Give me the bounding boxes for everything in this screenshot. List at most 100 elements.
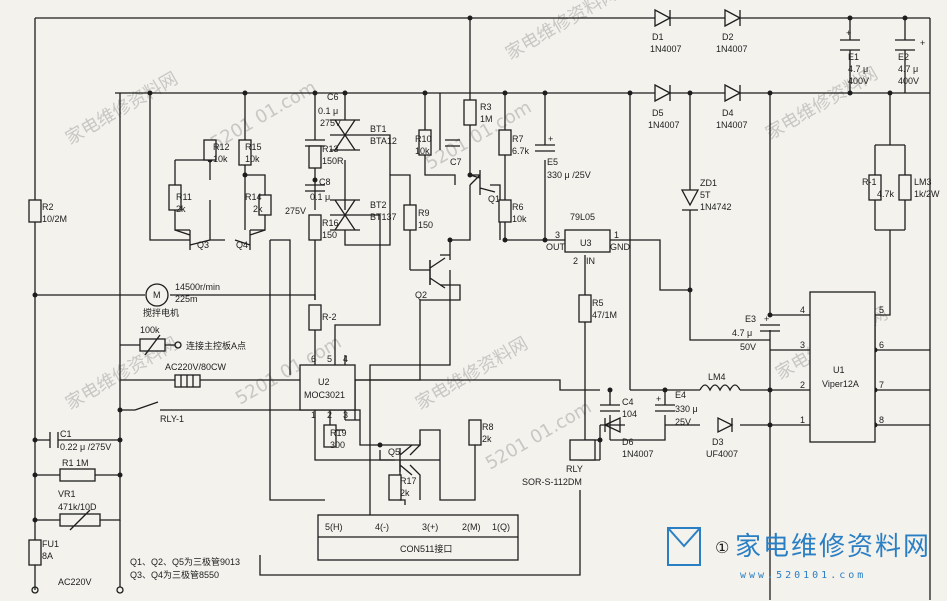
- component-label: Q2: [415, 290, 427, 300]
- component-label: 6: [879, 340, 884, 350]
- optocoupler-u2: U2 MOC3021 6 5 4 1 2 3: [299, 354, 356, 420]
- component-label: BT137: [370, 212, 397, 222]
- relay-coil: AC220V/80CW: [165, 362, 227, 388]
- transistor-q2: Q2: [415, 257, 446, 300]
- component-label: 104: [622, 409, 637, 419]
- ic-u1-viper12a: U1 Viper12A 4 3 2 1 5 6 7 8: [800, 291, 884, 443]
- transistor-q3: Q3: [174, 229, 211, 250]
- component-label: R16: [322, 218, 339, 228]
- inductor-lm4: LM4: [699, 372, 741, 392]
- component-label: UF4007: [706, 449, 738, 459]
- note-2: Q3、Q4为三极管8550: [130, 569, 219, 580]
- component-label: +: [764, 314, 769, 324]
- component-label: 1(Q): [492, 522, 510, 532]
- component-label: RLY-1: [160, 414, 184, 424]
- component-label: 150R: [322, 156, 344, 166]
- component-label: Q3: [197, 240, 209, 250]
- component-label: R10: [415, 134, 432, 144]
- component-label: 1: [311, 410, 316, 420]
- component-label: ZD1: [700, 178, 717, 188]
- component-label: 5T: [700, 190, 711, 200]
- component-label: 0.22 μ /275V: [60, 442, 111, 452]
- component-label: VR1: [58, 489, 76, 499]
- component-label: SOR-S-112DM: [522, 477, 582, 487]
- component-label: BT2: [370, 200, 387, 210]
- component-label: FU1: [42, 539, 59, 549]
- component-label: R3: [480, 102, 492, 112]
- capacitor-c7: C7: [445, 139, 462, 167]
- component-label: LM4: [708, 372, 726, 382]
- component-label: AC220V/80CW: [165, 362, 227, 372]
- component-label: 0.1 μ: [318, 106, 338, 116]
- component-label: D5: [652, 108, 664, 118]
- wires: [34, 17, 931, 600]
- component-label: 3(+): [422, 522, 438, 532]
- component-label: 300: [330, 440, 345, 450]
- component-label: 100k: [140, 325, 160, 335]
- resistor-r1: R1 1M: [59, 458, 96, 482]
- component-label: 14500r/min: [175, 282, 220, 292]
- component-label: OUT: [546, 242, 566, 252]
- component-label: 7: [879, 380, 884, 390]
- junctions: [32, 15, 908, 523]
- watermark: 家电维修资料网: [412, 333, 532, 414]
- component-label: 1: [800, 415, 805, 425]
- component-label: 79L05: [570, 212, 595, 222]
- component-label: R2: [42, 202, 54, 212]
- component-label: BTA12: [370, 136, 397, 146]
- watermark: 家电维修资料网: [502, 0, 622, 64]
- component-label: R-1: [862, 177, 877, 187]
- transistor-q5: Q5: [388, 444, 413, 476]
- component-label: R7: [512, 134, 524, 144]
- component-label: 25V: [675, 417, 691, 427]
- resistor-r7: R76.7k: [498, 129, 530, 156]
- component-label: 150: [418, 220, 433, 230]
- transistor-q4: Q4: [234, 229, 266, 250]
- component-label: R13: [322, 144, 339, 154]
- component-label: Q4: [236, 240, 248, 250]
- component-label: 2k: [176, 204, 186, 214]
- component-label: 5(H): [325, 522, 343, 532]
- component-label: 6: [311, 354, 316, 364]
- connector-con511: 5(H) 4(-) 3(+) 2(M) 1(Q) CON511接口: [317, 514, 519, 561]
- component-label: 1: [614, 230, 619, 240]
- relay-rly: RLY SOR-S-112DM: [522, 439, 596, 487]
- relay-switch: RLY-1: [134, 401, 184, 424]
- watermarks: 家电维修资料网 5201 01.com 家电维修资料网 5201 01.com …: [62, 0, 892, 474]
- component-label: U2: [318, 377, 330, 387]
- component-label: 2: [573, 256, 578, 266]
- resistor-r-1: R-14.7k: [862, 174, 895, 201]
- component-label: CON511接口: [400, 543, 452, 554]
- component-label: 330 μ: [675, 404, 698, 414]
- watermark: 5201 01.com: [482, 397, 595, 474]
- component-label: 1N4007: [716, 120, 748, 130]
- component-label: C4: [622, 397, 634, 407]
- watermark: 家电维修资料网: [62, 68, 182, 149]
- component-label: 4.7 μ: [732, 328, 752, 338]
- component-label: GND: [610, 242, 631, 252]
- component-label: 275V: [285, 206, 306, 216]
- transistor-q1: Q1: [469, 170, 500, 204]
- component-label: R1 1M: [62, 458, 89, 468]
- component-label: C8: [319, 177, 331, 187]
- component-label: 225m: [175, 294, 198, 304]
- component-label: 3: [800, 340, 805, 350]
- component-label: D1: [652, 32, 664, 42]
- component-label: 3: [343, 410, 348, 420]
- ac-label: AC220V: [58, 577, 92, 587]
- component-label: 4.7k: [877, 189, 895, 199]
- component-label: C6: [327, 92, 339, 102]
- motor: M 14500r/min 225m 搅拌电机: [143, 282, 220, 318]
- brand-logo: ① 家电维修资料网 www.520101.com: [667, 527, 929, 581]
